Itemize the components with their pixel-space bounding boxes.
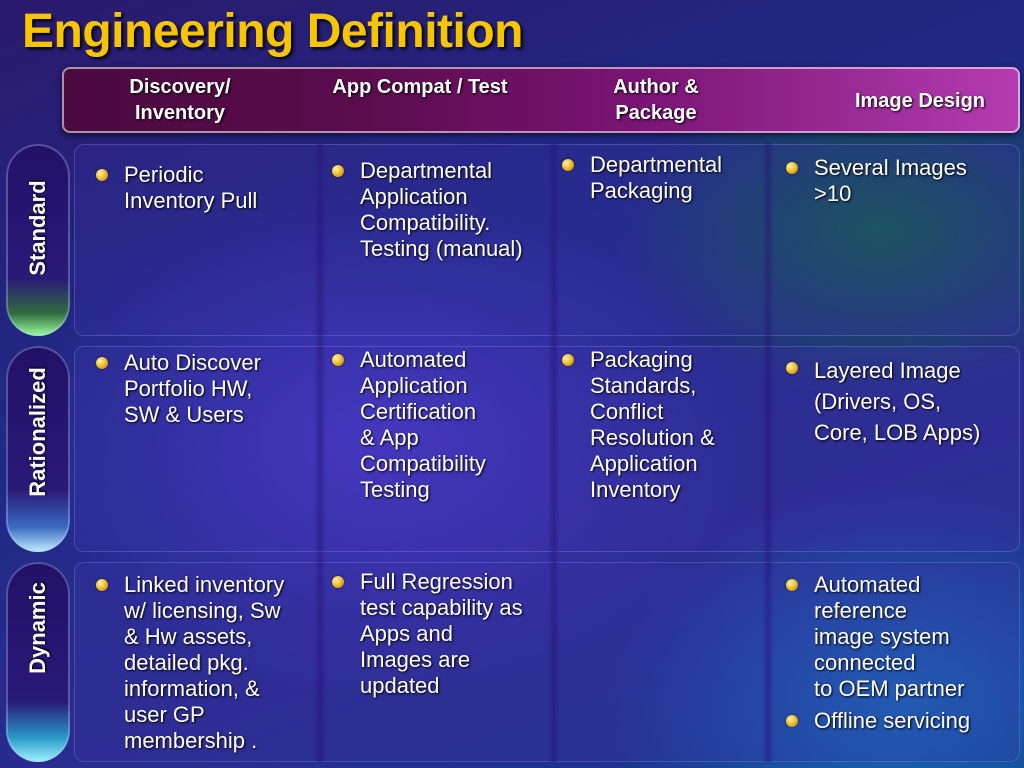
bullet-icon (332, 354, 344, 366)
row-panel-dynamic (74, 562, 1020, 762)
cell-rationalized-image-design: Layered Image (Drivers, OS, Core, LOB Ap… (782, 355, 1018, 454)
row-label-standard: Standard (25, 180, 50, 276)
list-item: Departmental Application Compatibility. … (328, 158, 554, 262)
bullet-icon (96, 579, 108, 591)
row-label-dynamic: Dynamic (25, 582, 50, 674)
bullet-icon (332, 576, 344, 588)
list-item: Several Images >10 (782, 155, 1018, 207)
cell-standard-app-compat: Departmental Application Compatibility. … (328, 158, 554, 268)
row-label-rationalized: Rationalized (25, 367, 50, 497)
column-header-app-compat: App Compat / Test (332, 76, 508, 98)
bullet-icon (786, 715, 798, 727)
row-tab-dynamic (6, 562, 70, 762)
row-tab-standard (6, 144, 70, 336)
list-item: Automated reference image system connect… (782, 572, 1018, 702)
column-separator (548, 142, 560, 762)
bullet-icon (332, 165, 344, 177)
bullet-icon (96, 169, 108, 181)
list-item: Layered Image (Drivers, OS, Core, LOB Ap… (782, 355, 1018, 448)
row-panel-rationalized (74, 346, 1020, 552)
column-header-author-package: Author & Package (613, 76, 699, 124)
list-item: Packaging Standards, Conflict Resolution… (558, 347, 758, 503)
list-item: Offline servicing (782, 708, 1018, 734)
cell-standard-image-design: Several Images >10 (782, 155, 1018, 213)
list-item: Departmental Packaging (558, 152, 758, 204)
cell-dynamic-image-design: Automated reference image system connect… (782, 572, 1018, 740)
cell-standard-discovery: Periodic Inventory Pull (92, 162, 312, 220)
cell-dynamic-discovery: Linked inventory w/ licensing, Sw & Hw a… (92, 572, 314, 760)
row-tab-rationalized (6, 346, 70, 552)
column-header-discovery: Discovery/ Inventory (129, 76, 231, 124)
list-item: Periodic Inventory Pull (92, 162, 312, 214)
cell-rationalized-discovery: Auto Discover Portfolio HW, SW & Users (92, 350, 312, 434)
slide-title: Engineering Definition (22, 5, 524, 58)
column-header-band (62, 67, 1020, 133)
bullet-icon (786, 362, 798, 374)
cell-rationalized-author-package: Packaging Standards, Conflict Resolution… (558, 347, 758, 509)
bullet-icon (786, 579, 798, 591)
cell-dynamic-app-compat: Full Regression test capability as Apps … (328, 569, 554, 705)
list-item: Linked inventory w/ licensing, Sw & Hw a… (92, 572, 314, 754)
list-item: Full Regression test capability as Apps … (328, 569, 554, 699)
row-panel-standard (74, 144, 1020, 336)
bullet-icon (786, 162, 798, 174)
bullet-icon (562, 159, 574, 171)
cell-rationalized-app-compat: Automated Application Certification & Ap… (328, 347, 554, 509)
column-header-image-design: Image Design (854, 90, 986, 112)
cell-standard-author-package: Departmental Packaging (558, 152, 758, 210)
column-separator (762, 142, 774, 762)
list-item: Auto Discover Portfolio HW, SW & Users (92, 350, 312, 428)
bullet-icon (562, 354, 574, 366)
column-separator (314, 142, 326, 762)
list-item: Automated Application Certification & Ap… (328, 347, 554, 503)
bullet-icon (96, 357, 108, 369)
